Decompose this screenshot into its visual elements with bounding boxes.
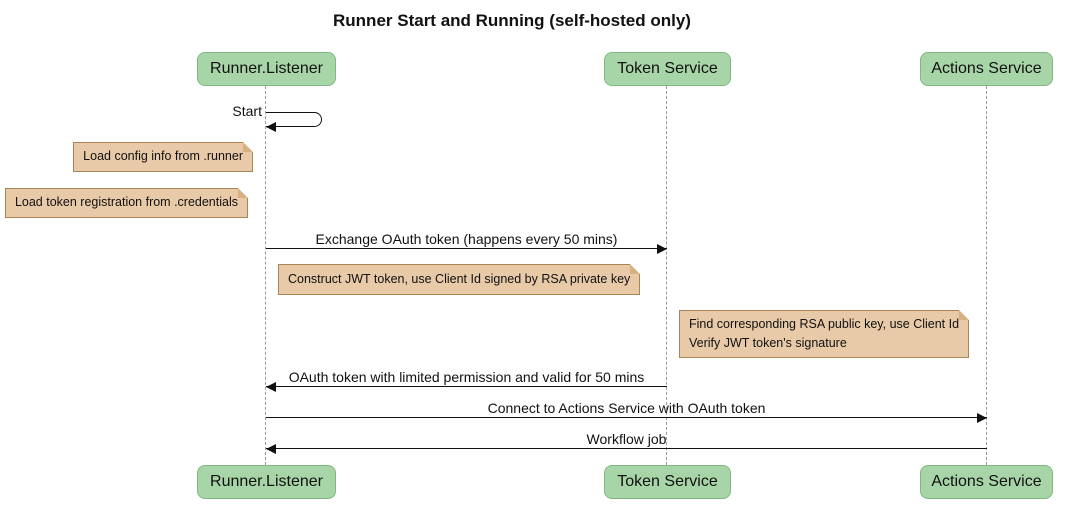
- arrowhead-left-icon: [266, 122, 276, 132]
- arrowhead-left-icon: [266, 444, 276, 454]
- note-construct-jwt-token: Construct JWT token, use Client Id signe…: [278, 264, 641, 295]
- arrowhead-left-icon: [266, 382, 276, 392]
- actor-token-service-top: Token Service: [604, 52, 731, 86]
- message-label: Connect to Actions Service with OAuth to…: [487, 400, 766, 416]
- arrowhead-right-icon: [657, 244, 667, 254]
- message-label: Workflow job: [586, 431, 667, 447]
- message-oauth-token-returned: OAuth token with limited permission and …: [266, 369, 667, 392]
- message-connect-actions-service: Connect to Actions Service with OAuth to…: [266, 400, 987, 423]
- message-workflow-job: Workflow job: [266, 431, 987, 454]
- actor-label: Runner.Listener: [210, 60, 323, 77]
- actor-label: Runner.Listener: [210, 473, 323, 490]
- message-label: Exchange OAuth token (happens every 50 m…: [315, 231, 618, 247]
- actor-runner-listener-bottom: Runner.Listener: [197, 465, 336, 499]
- actor-actions-service-bottom: Actions Service: [920, 465, 1053, 499]
- actor-runner-listener-top: Runner.Listener: [197, 52, 336, 86]
- lifeline-actions-service: [986, 86, 987, 465]
- actor-label: Token Service: [617, 473, 718, 490]
- actor-label: Actions Service: [931, 60, 1042, 77]
- arrowhead-right-icon: [977, 413, 987, 423]
- note-text-line-1: Find corresponding RSA public key, use C…: [689, 316, 960, 331]
- message-label: OAuth token with limited permission and …: [288, 369, 645, 385]
- diagram-title: Runner Start and Running (self-hosted on…: [333, 11, 691, 30]
- message-start-label: Start: [232, 103, 262, 119]
- note-load-token-registration: Load token registration from .credential…: [4, 188, 249, 218]
- message-exchange-oauth-token: Exchange OAuth token (happens every 50 m…: [266, 231, 667, 254]
- self-message-loop: [266, 112, 322, 127]
- actor-label: Token Service: [617, 60, 718, 77]
- lifeline-token-service: [666, 86, 667, 465]
- note-text-line-2: Verify JWT token's signature: [689, 336, 847, 350]
- actor-label: Actions Service: [931, 473, 1042, 490]
- note-load-config: Load config info from .runner: [73, 142, 253, 172]
- note-text: Load config info from .runner: [83, 149, 243, 164]
- lifeline-runner-listener: [265, 86, 266, 465]
- note-verify-jwt-signature: Find corresponding RSA public key, use C…: [679, 310, 970, 358]
- actor-token-service-bottom: Token Service: [604, 465, 731, 499]
- actor-actions-service-top: Actions Service: [920, 52, 1053, 86]
- note-text: Load token registration from .credential…: [14, 195, 238, 210]
- note-text: Construct JWT token, use Client Id signe…: [288, 271, 631, 286]
